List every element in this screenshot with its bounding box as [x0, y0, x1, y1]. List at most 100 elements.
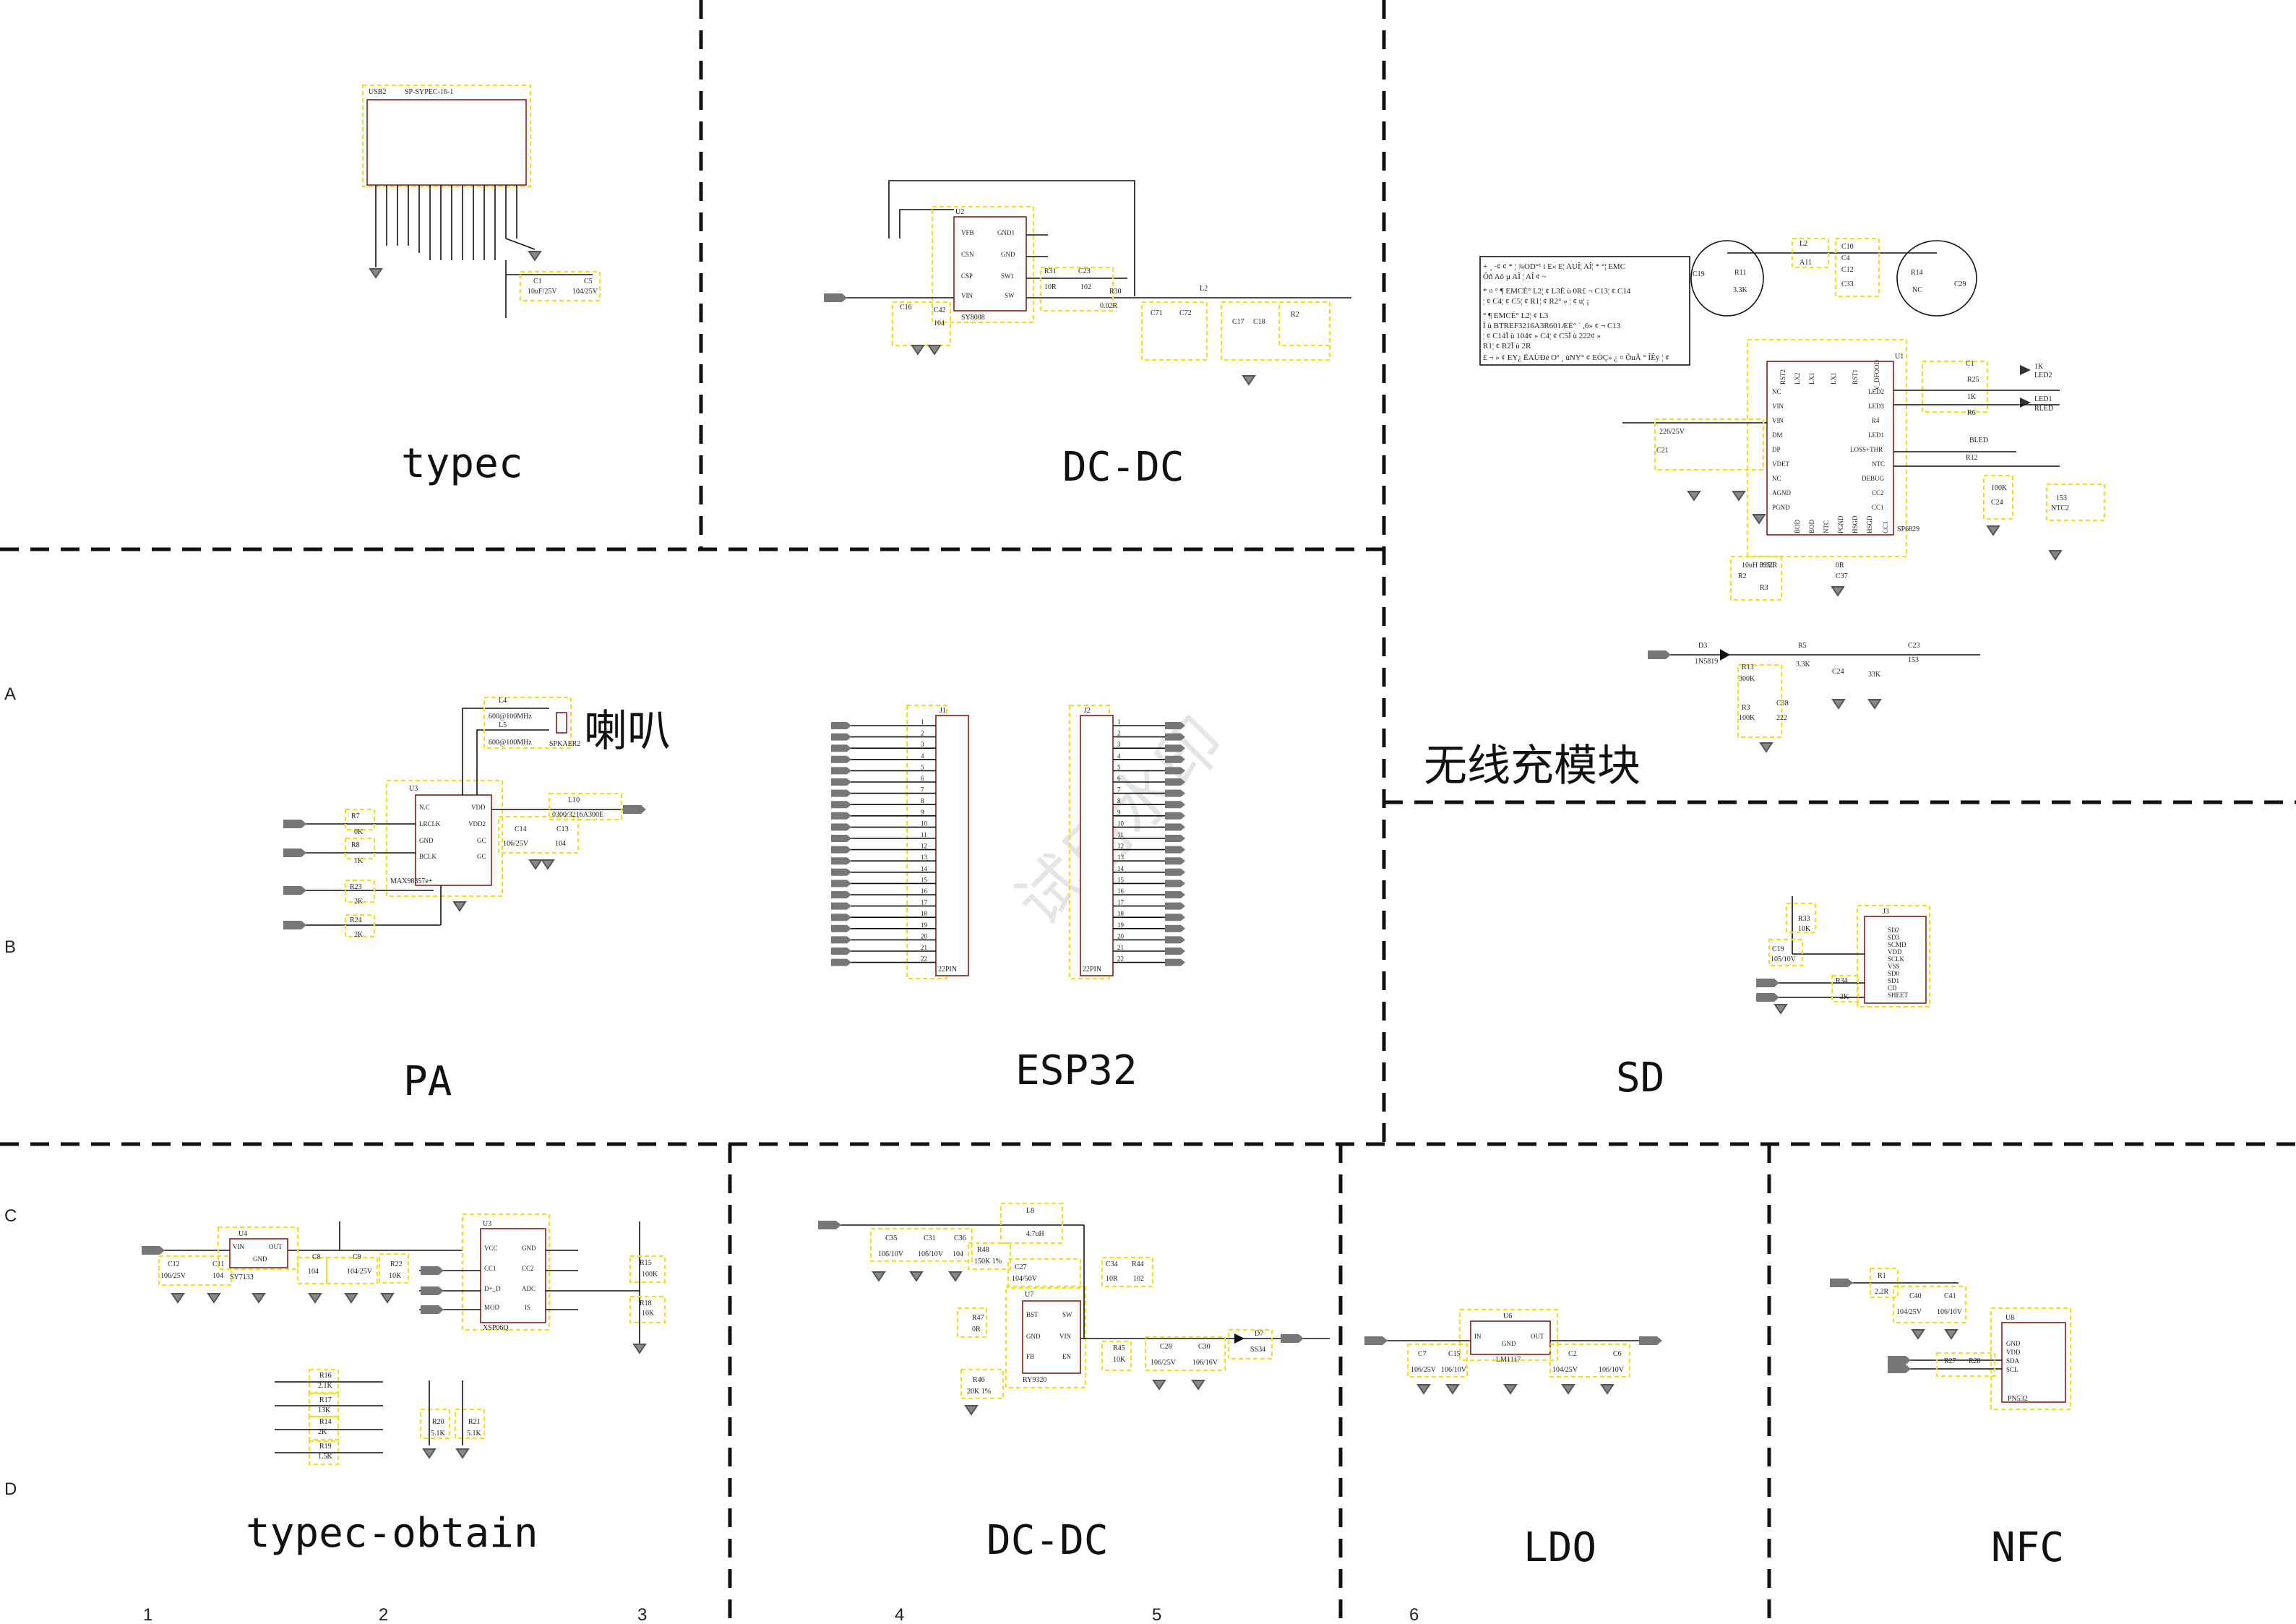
esp32-j1-pin-number: 12 [921, 843, 927, 850]
db-c28-val: 106/25V [1151, 1359, 1177, 1367]
grid-row-labels: A B C D [4, 684, 17, 1499]
u1-wireless-ic [1766, 361, 1894, 536]
ground-icon [380, 1293, 395, 1304]
pa-l4: L4 [499, 697, 507, 705]
net-arrow-icon [1756, 993, 1779, 1002]
sd-card-slot [1864, 916, 1927, 1004]
to-u3-part: XSP06Q [483, 1324, 509, 1332]
ground-icon [1445, 1384, 1460, 1395]
dcdc-r30-val: 0.02R [1100, 302, 1118, 310]
pa-pin: LRCLK [419, 820, 441, 828]
sd-pin: SD2 [1888, 927, 1899, 934]
to-u3: U3 [483, 1220, 491, 1228]
net-arrow-icon [1165, 722, 1185, 729]
ground-icon [1503, 1384, 1518, 1395]
esp32-j2-pin-number: 11 [1117, 831, 1124, 838]
db-u7-fb: FB [1026, 1353, 1034, 1360]
sd-c19: C19 [1772, 945, 1784, 953]
ldo-c2-val: 104/25V [1552, 1366, 1578, 1374]
db-u7-gnd: GND [1026, 1333, 1041, 1340]
ground-icon [1242, 375, 1256, 386]
sd-pin: SCLK [1888, 955, 1905, 963]
sd-pin: SHEET [1888, 992, 1909, 999]
wireless-section: + ¸ ·¢ ¢ * ¦ ¾OD°¹ i E« E¦ AUÎ¦ AÎ¦ * °¦… [1424, 237, 2106, 791]
u1-ref: U1 [1895, 353, 1904, 361]
ldo-c2: C2 [1568, 1350, 1577, 1358]
u1-pin: NC [1772, 475, 1781, 482]
net-arrow-icon [831, 936, 851, 944]
nfc-u8-part: PN532 [2008, 1395, 2028, 1403]
u7-ic [1022, 1300, 1081, 1374]
grid-row-d: D [4, 1479, 17, 1499]
grid-col-5: 5 [1152, 1605, 1161, 1624]
u1-pin: BOD [1808, 519, 1815, 533]
pa-l10-val: 0300/3216A300E [552, 811, 603, 819]
dcdc-c18: C18 [1253, 318, 1265, 326]
wireless-note-6: ¦ ¢ C14Î ù 104¢ » C4¦ ¢ C5Î ù 222¢ » [1483, 332, 1601, 340]
coil-right [1896, 240, 1977, 317]
to-r16: R16 [319, 1372, 332, 1380]
grid-col-3: 3 [637, 1605, 647, 1624]
pa-r24-val: 2K [354, 931, 364, 939]
pa-section-title: PA [403, 1058, 452, 1105]
esp32-j2-pin-number: 8 [1117, 797, 1121, 804]
u2-pin-gnd1: GND1 [997, 229, 1015, 236]
sd-ref: J3 [1883, 908, 1889, 916]
usb-pins [375, 185, 593, 318]
esp32-j2-pin-number: 18 [1117, 910, 1125, 917]
esp32-j2-pin-number: 9 [1117, 809, 1121, 816]
ground-icon [1831, 586, 1845, 597]
ground-icon [207, 1293, 221, 1304]
pa-r8-val: 1K [354, 857, 364, 865]
ground-icon [1732, 491, 1746, 502]
net-arrow-icon [831, 857, 851, 865]
u1-pin: HSGD [1866, 515, 1873, 533]
to-u4-gnd: GND [253, 1255, 267, 1263]
ground-icon [909, 1271, 924, 1282]
pa-r23-val: 2K [354, 898, 364, 906]
pa-r7-val: 0K [354, 828, 364, 836]
esp32-j1-pin-number: 8 [921, 797, 924, 804]
u1-pin: VDET [1772, 460, 1789, 468]
pa-pin: VDD [471, 804, 486, 811]
net-arrow-icon [1165, 914, 1185, 921]
dcdc-c42-val: 104 [934, 319, 945, 327]
dcdc-c23-val: 102 [1080, 283, 1091, 291]
esp32-j2-pin-number: 16 [1117, 888, 1125, 895]
u1-pin: VIN [1772, 417, 1784, 424]
grid-col-labels: 1 2 3 4 5 6 [143, 1605, 1419, 1624]
u2-pin-vin: VIN [961, 292, 973, 299]
wl-r3: 0.02R [1760, 562, 1778, 570]
to-c11-val: 104 [212, 1272, 223, 1280]
dcdc-r30: R30 [1109, 288, 1122, 296]
u6-ldo-ic [1470, 1320, 1551, 1355]
esp32-j2-pin-number: 22 [1117, 955, 1124, 963]
wl-r5: R5 [1798, 642, 1807, 650]
sd-r34-val: 2K [1840, 993, 1849, 1001]
wireless-note-8: £ ¬ » ¢ EY¿ ËAÙÐé Oª ¸ ùNY° ¢ EÒÇ» ¿ ¤ Õ… [1483, 353, 1669, 362]
wireless-note-1: Ôñ Aô µ AÎ ¦ AÎ ¢ ~ [1483, 272, 1547, 281]
net-arrow-icon [1888, 1356, 1911, 1365]
dcdc-c71: C71 [1151, 309, 1163, 317]
pa-pin: GC [477, 837, 486, 844]
ground-icon [1600, 1384, 1614, 1395]
db-c27-val: 104/50V [1012, 1275, 1038, 1283]
usb-part: SP-SYPEC-16-1 [405, 88, 453, 96]
wl-r10: 33K [1868, 671, 1881, 679]
ground-icon [964, 1405, 979, 1416]
esp32-j1-pin-number: 11 [921, 831, 927, 838]
u1-pin: R4 [1872, 417, 1880, 424]
nfc-pin-gnd: GND [2006, 1340, 2021, 1347]
esp32-j1-pin-number: 7 [921, 786, 924, 794]
esp32-j2-label: 22PIN [1083, 966, 1101, 974]
nfc-r1-val: 2.2R [1875, 1288, 1889, 1296]
nfc-r27: R27 [1944, 1357, 1956, 1365]
ground-icon [1416, 1384, 1431, 1395]
nfc-u8: U8 [2005, 1314, 2014, 1322]
db-d7: D7 [1255, 1330, 1263, 1338]
typec-cap-c5: C5 [584, 278, 593, 285]
wl-c4: C4 [1841, 254, 1850, 262]
net-arrow-icon [1165, 733, 1185, 741]
u2-ic [953, 216, 1027, 312]
to-r18: R18 [640, 1299, 652, 1307]
